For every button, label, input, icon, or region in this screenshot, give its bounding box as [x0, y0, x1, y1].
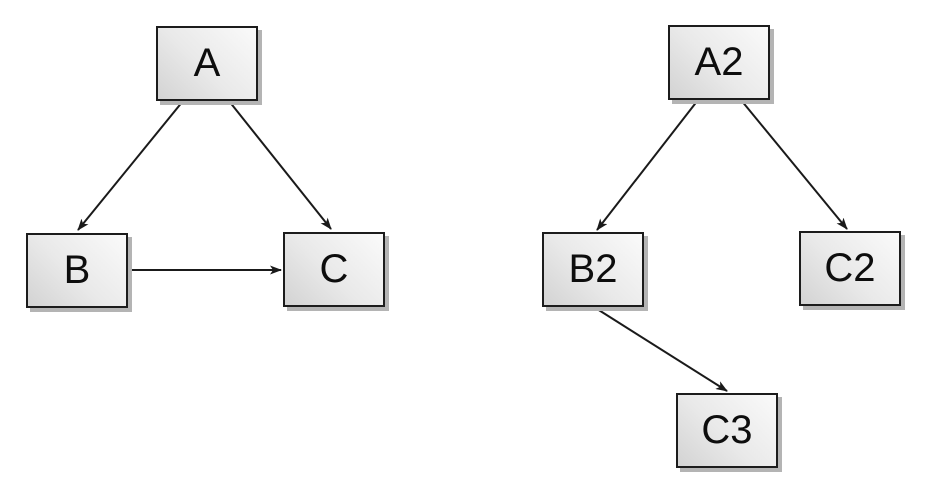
edge-A-to-C: [228, 100, 332, 230]
edge-A2-to-B2: [596, 99, 699, 231]
node-A2: A2: [668, 25, 770, 100]
edge-A-to-B: [77, 100, 184, 231]
edge-A2-to-C2: [740, 99, 848, 230]
node-B2: B2: [542, 232, 644, 307]
node-C: C: [283, 232, 385, 307]
node-A: A: [156, 26, 258, 101]
node-C3: C3: [676, 393, 778, 468]
node-C2: C2: [799, 231, 901, 306]
edge-B2-to-C3: [593, 306, 728, 392]
node-B: B: [26, 233, 128, 308]
